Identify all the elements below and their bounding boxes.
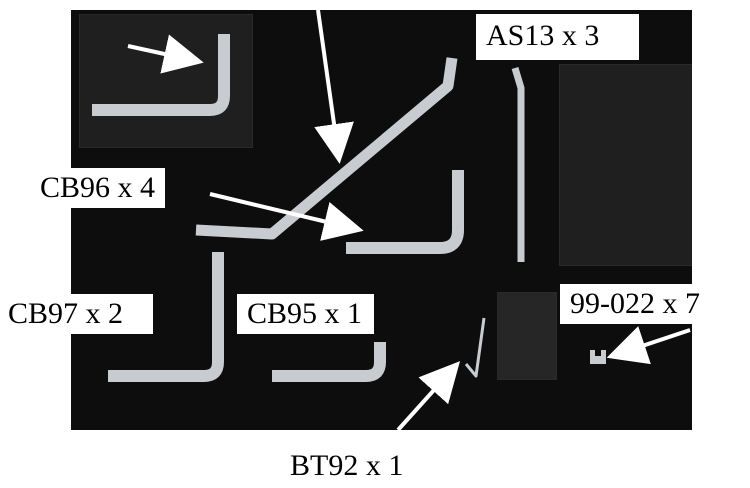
strap-as13 (511, 66, 525, 262)
bracket-bt92 (464, 317, 486, 378)
inset-panel-right (559, 64, 692, 266)
bracket-cb95 (272, 342, 386, 382)
bracket-cb96 (346, 170, 464, 254)
bracket-long-diagonal (195, 57, 458, 240)
label-as13: AS13 x 3 (476, 14, 640, 60)
arrow-long-bracket (314, 9, 354, 164)
arrow-cb96 (209, 192, 364, 241)
label-cb97: CB97 x 2 (0, 294, 154, 334)
label-cb95: CB95 x 1 (237, 294, 375, 334)
bracket-inset-top-left (92, 34, 230, 116)
label-bt92: BT92 x 1 (282, 444, 412, 488)
arrow-bt92 (396, 361, 461, 432)
label-cb96: CB96 x 4 (30, 168, 166, 208)
clip-99-022 (590, 350, 606, 364)
arrow-99-022 (606, 326, 691, 365)
arrow-inset (127, 34, 204, 74)
bracket-cb97 (108, 252, 224, 382)
inset-panel-small (497, 292, 557, 380)
label-99-022: 99-022 x 7 (560, 284, 710, 324)
